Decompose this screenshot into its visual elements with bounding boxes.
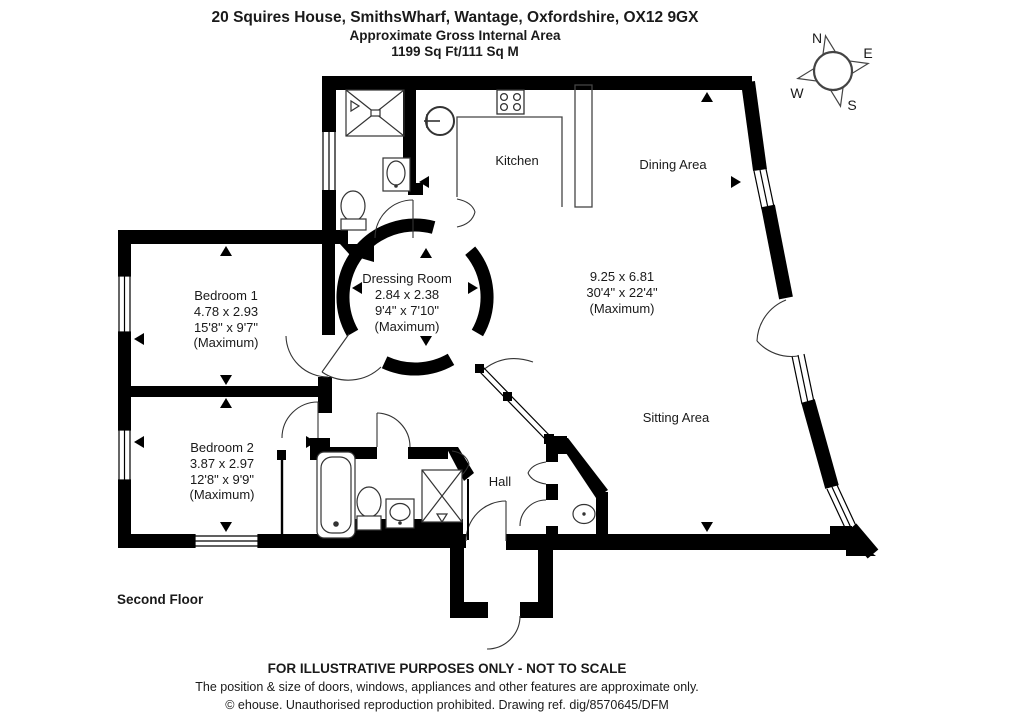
bedroom2-imperial: 12'8" x 9'9"	[190, 472, 254, 487]
bedroom2-qualifier: (Maximum)	[190, 487, 255, 502]
bathroom-sink-icon	[385, 498, 415, 529]
bedroom2-label: Bedroom 2	[190, 440, 254, 455]
bedroom1-metric: 4.78 x 2.93	[194, 304, 258, 319]
footer-note: The position & size of doors, windows, a…	[195, 680, 699, 694]
bedroom1-imperial: 15'8" x 9'7"	[194, 320, 258, 335]
dressing-room-imperial: 9'4" x 7'10"	[375, 303, 439, 318]
hob-icon	[496, 89, 525, 115]
header: 20 Squires House, SmithsWharf, Wantage, …	[212, 9, 700, 59]
wc-sink-icon	[572, 503, 596, 525]
kitchen-sink-icon	[424, 106, 455, 136]
footer-disclaimer: FOR ILLUSTRATIVE PURPOSES ONLY - NOT TO …	[268, 661, 627, 676]
open-plan-imperial: 30'4" x 22'4"	[586, 285, 658, 300]
address-title: 20 Squires House, SmithsWharf, Wantage, …	[212, 9, 700, 26]
shower-icon	[345, 89, 405, 137]
kitchen-counter	[456, 84, 593, 208]
slanted-wall	[741, 81, 879, 559]
bedroom2-metric: 3.87 x 2.97	[190, 456, 254, 471]
bathtub-icon	[316, 451, 356, 539]
door-arcs	[281, 198, 799, 650]
compass-w: W	[790, 85, 804, 101]
bedroom1-qualifier: (Maximum)	[194, 335, 259, 350]
floor-label: Second Floor	[117, 592, 204, 607]
header-subtitle: Approximate Gross Internal Area	[349, 28, 561, 43]
compass-n: N	[812, 30, 822, 46]
open-plan-qualifier: (Maximum)	[590, 301, 655, 316]
kitchen-label: Kitchen	[495, 153, 538, 168]
hall-screen	[475, 364, 554, 444]
footer-copyright: © ehouse. Unauthorised reproduction proh…	[225, 698, 669, 712]
footer: FOR ILLUSTRATIVE PURPOSES ONLY - NOT TO …	[195, 661, 699, 712]
hall-label: Hall	[489, 474, 512, 489]
dimension-arrows	[134, 92, 741, 532]
dressing-room-qualifier: (Maximum)	[375, 319, 440, 334]
bathroom-shower-icon	[421, 469, 463, 524]
header-area: 1199 Sq Ft/111 Sq M	[391, 44, 519, 59]
compass-e: E	[863, 45, 872, 61]
toilet-icon	[356, 486, 382, 531]
windows	[118, 129, 858, 548]
room-labels: Kitchen Dining Area Sitting Area Hall 9.…	[190, 153, 711, 502]
dining-area-label: Dining Area	[639, 157, 707, 172]
sitting-area-label: Sitting Area	[643, 410, 710, 425]
compass-s: S	[847, 97, 856, 113]
utility-toilet-icon	[340, 190, 367, 231]
bedroom1-label: Bedroom 1	[194, 288, 258, 303]
walls	[118, 76, 876, 618]
dressing-room-metric: 2.84 x 2.38	[375, 287, 439, 302]
open-plan-metric: 9.25 x 6.81	[590, 269, 654, 284]
compass-icon: N E W S	[790, 30, 872, 113]
utility-basin-icon	[382, 157, 411, 192]
dressing-room-label: Dressing Room	[362, 271, 452, 286]
dressing-room-wall	[336, 218, 494, 376]
